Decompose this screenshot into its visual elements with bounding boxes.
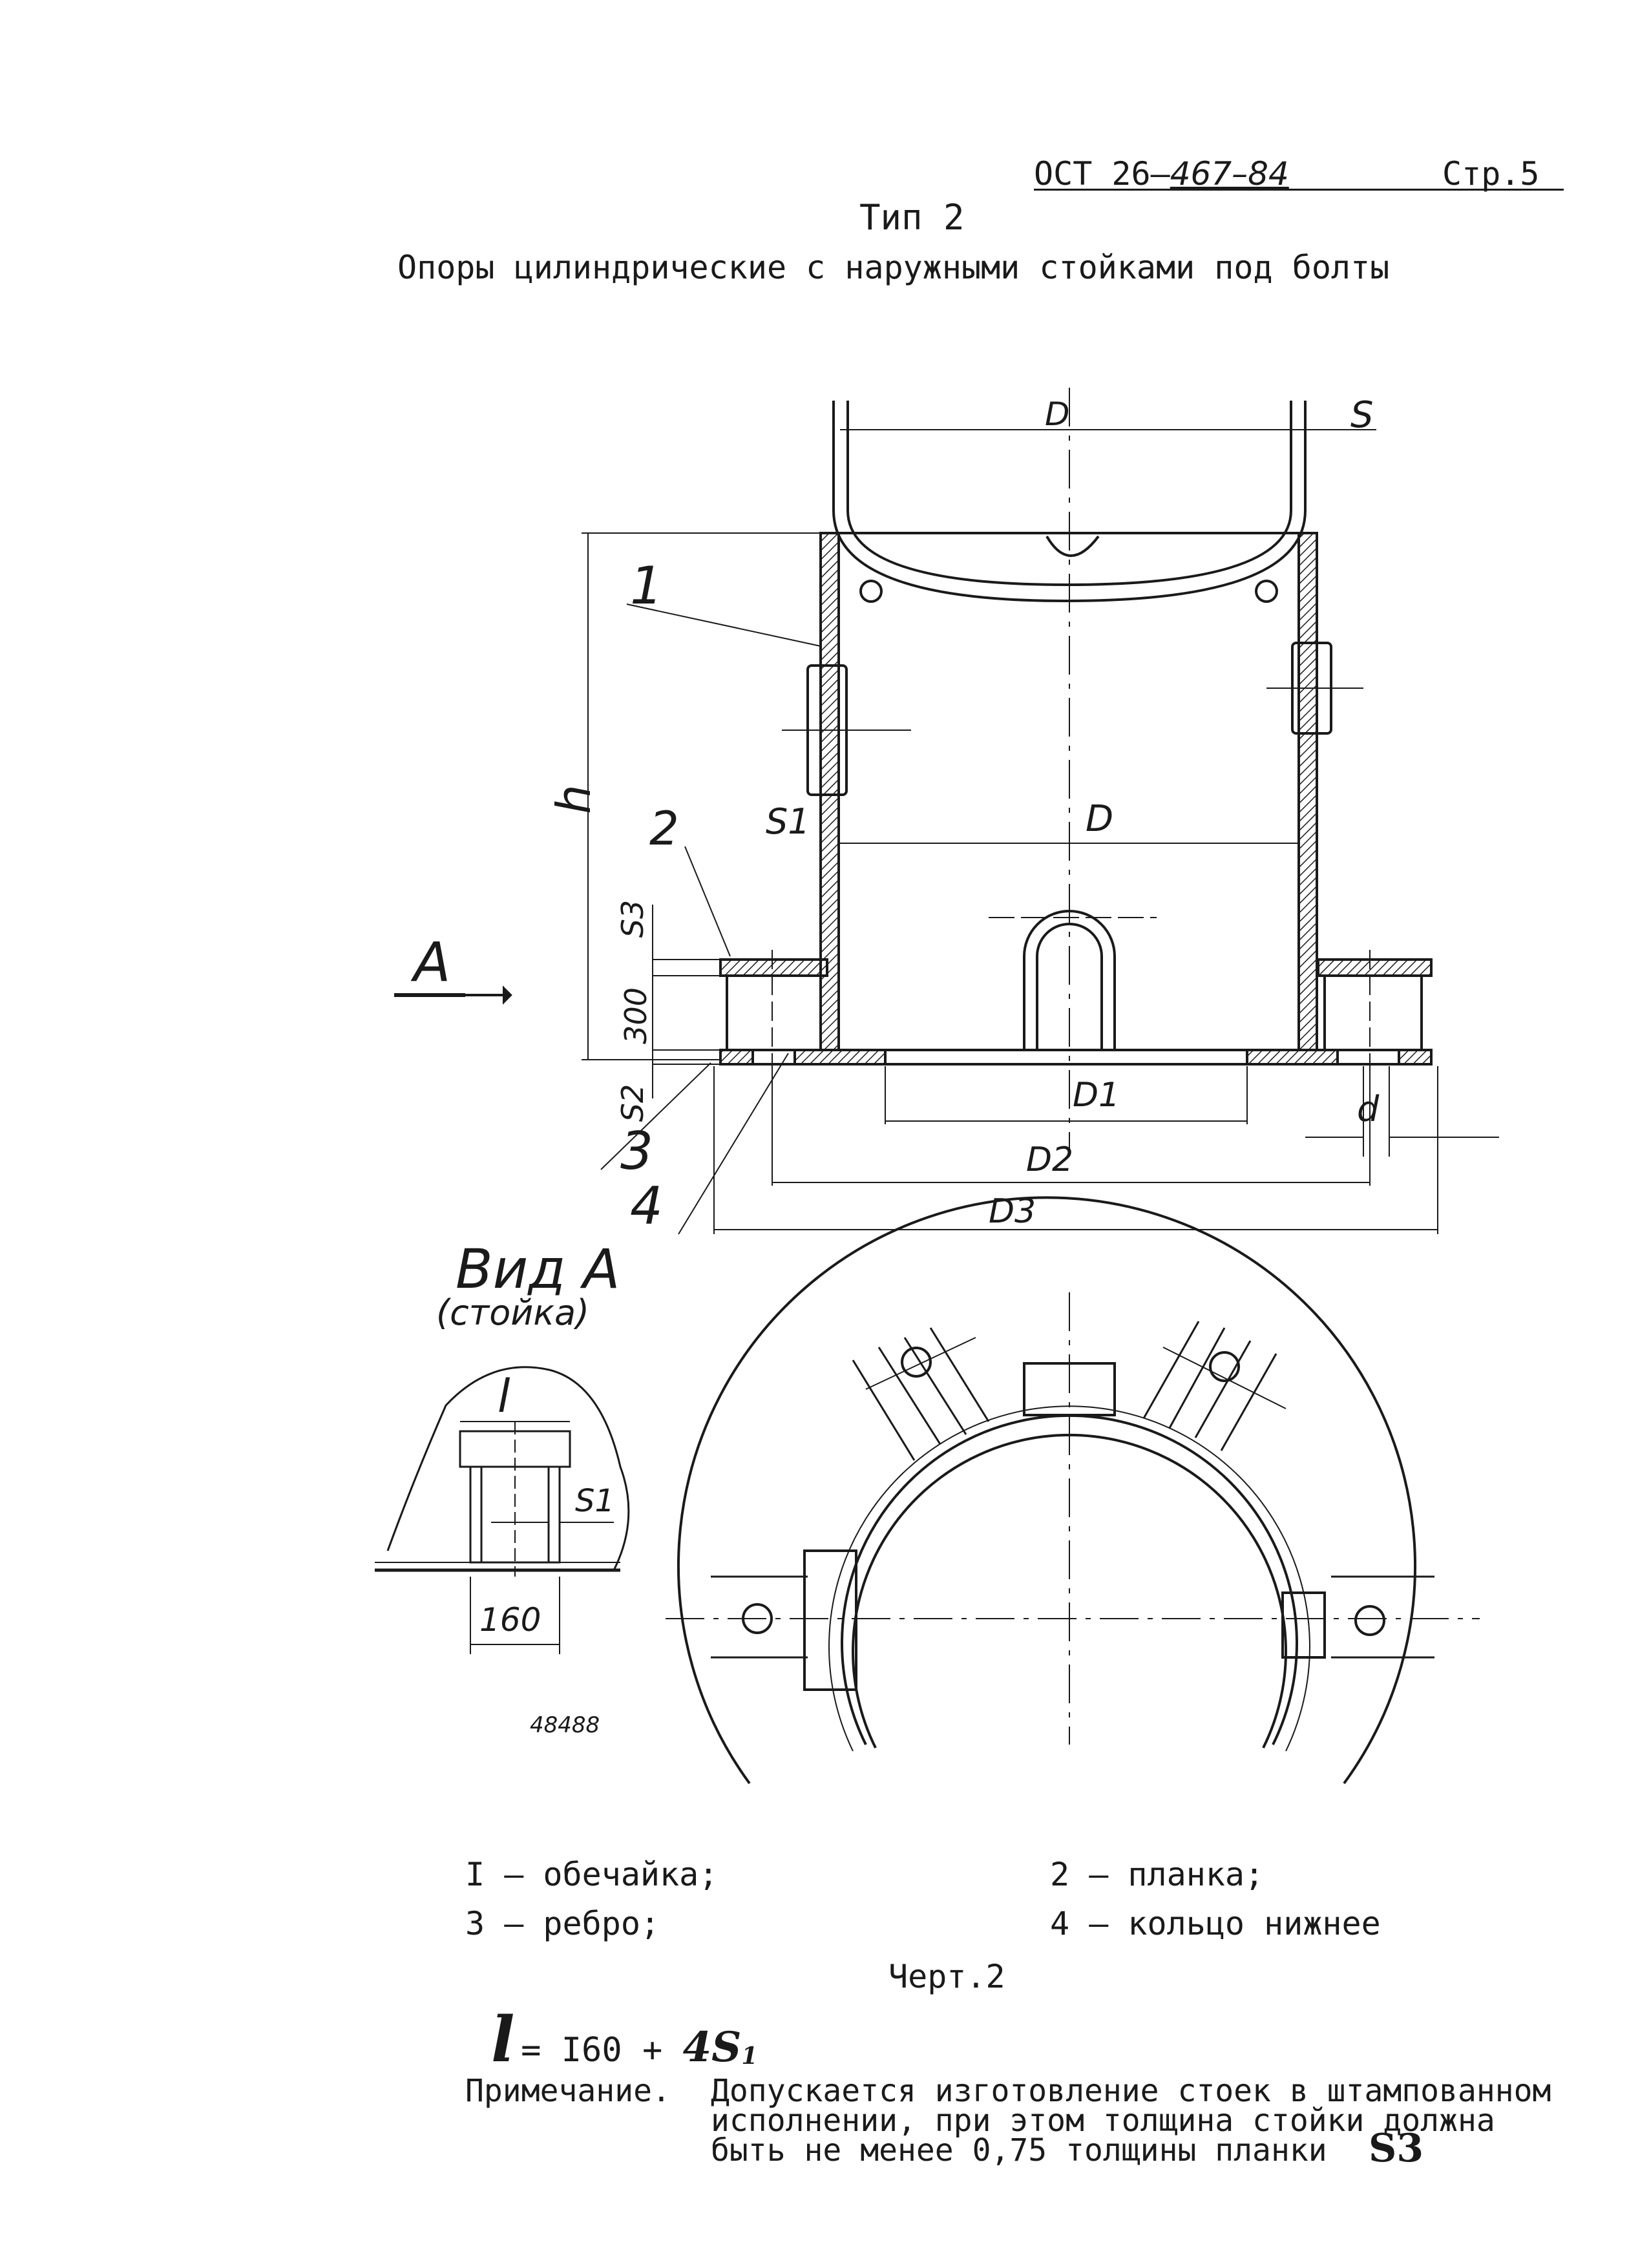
formula: l = I60 + 4S1 xyxy=(491,2003,757,2076)
stamp-number: 48488 xyxy=(530,1712,600,1738)
label-s1: S1 xyxy=(766,801,810,842)
page-number: Стр.5 xyxy=(1442,155,1540,193)
view-a-title: Вид А xyxy=(456,1237,620,1301)
view-a-l-label: l xyxy=(498,1370,510,1423)
callout-2: 2 xyxy=(649,801,679,856)
view-a-s1-label: S1 xyxy=(575,1483,615,1519)
formula-lhs: l xyxy=(491,2003,515,2076)
bolt-hole-1 xyxy=(901,1347,932,1378)
lift-hole-right xyxy=(1255,580,1278,603)
doc-code-prefix: ОСТ 26– xyxy=(1034,155,1170,193)
lift-hole-left xyxy=(859,580,883,603)
legend-item-3: 3 – ребро; xyxy=(465,1905,660,1942)
plan-lug-right xyxy=(1281,1591,1326,1659)
label-middle-diameter: D xyxy=(1086,798,1114,840)
plate-left xyxy=(719,958,828,977)
plan-lug-left xyxy=(803,1549,857,1691)
vessel-head-inner xyxy=(846,401,1292,587)
view-a-subtitle: (стойка) xyxy=(436,1292,590,1333)
legend-item-2: 2 – планка; xyxy=(1050,1856,1265,1893)
formula-term: 4S xyxy=(682,2023,742,2072)
formula-term-sub: 1 xyxy=(741,2042,758,2070)
bolt-hole-3 xyxy=(742,1603,773,1634)
label-s3: S3 xyxy=(615,899,651,938)
label-view-arrow: A xyxy=(414,930,451,994)
type-title: Тип 2 xyxy=(859,197,965,238)
view-a-160-label: 160 xyxy=(479,1601,541,1639)
opening-inner xyxy=(1036,923,1103,1050)
shell-right-wall xyxy=(1297,532,1318,1051)
document-code: ОСТ 26–467–84 xyxy=(1034,155,1289,193)
label-300: 300 xyxy=(618,987,653,1044)
column-left xyxy=(726,974,822,1051)
callout-3: 3 xyxy=(620,1121,653,1181)
bolt-hole-2 xyxy=(1209,1351,1240,1382)
note-label: Примечание. xyxy=(465,2073,671,2109)
label-d2: D2 xyxy=(1026,1140,1074,1179)
legend-item-1: I – обечайка; xyxy=(465,1856,719,1893)
plan-view xyxy=(666,1196,1480,1785)
label-s2: S2 xyxy=(615,1084,651,1122)
note-line-2: исполнении, при этом толщина стойки долж… xyxy=(711,2103,1495,2139)
legend-item-4: 4 – кольцо нижнее xyxy=(1050,1905,1381,1942)
label-height: h xyxy=(546,784,601,814)
note-line-3: быть не менее 0,75 толщины планки xyxy=(711,2132,1327,2168)
label-d1: D1 xyxy=(1073,1076,1120,1115)
drawing-number: Черт.2 xyxy=(888,1958,1005,1995)
subtitle: Опоры цилиндрические с наружными стойкам… xyxy=(397,249,1390,286)
head-notch xyxy=(1045,535,1100,557)
label-hole-d: d xyxy=(1357,1089,1380,1129)
plate-right xyxy=(1317,958,1433,977)
callout-4: 4 xyxy=(630,1176,663,1236)
view-a-detail xyxy=(375,1366,630,1654)
front-section-view xyxy=(394,388,1433,1157)
header-rule xyxy=(1034,189,1564,191)
plan-outer-arc xyxy=(677,1196,1416,1785)
formula-rhs: = I60 + xyxy=(521,2031,683,2070)
opening-outer xyxy=(1023,910,1116,1050)
break-outline xyxy=(386,1366,630,1571)
bolt-hole-4 xyxy=(1354,1605,1385,1636)
label-shell-thickness: S xyxy=(1350,394,1374,436)
label-top-diameter: D xyxy=(1045,395,1070,433)
label-d3: D3 xyxy=(989,1192,1036,1231)
plan-lug-top xyxy=(1023,1362,1116,1416)
column-right xyxy=(1323,974,1423,1051)
vessel-head xyxy=(832,401,1307,603)
dimension-lines xyxy=(582,429,1499,1235)
doc-code-number: 467–84 xyxy=(1170,155,1289,193)
note-line-1: Допускается изготовление стоек в штампов… xyxy=(711,2073,1551,2109)
note-s3-symbol: S3 xyxy=(1369,2126,1424,2171)
callout-1: 1 xyxy=(630,556,663,616)
